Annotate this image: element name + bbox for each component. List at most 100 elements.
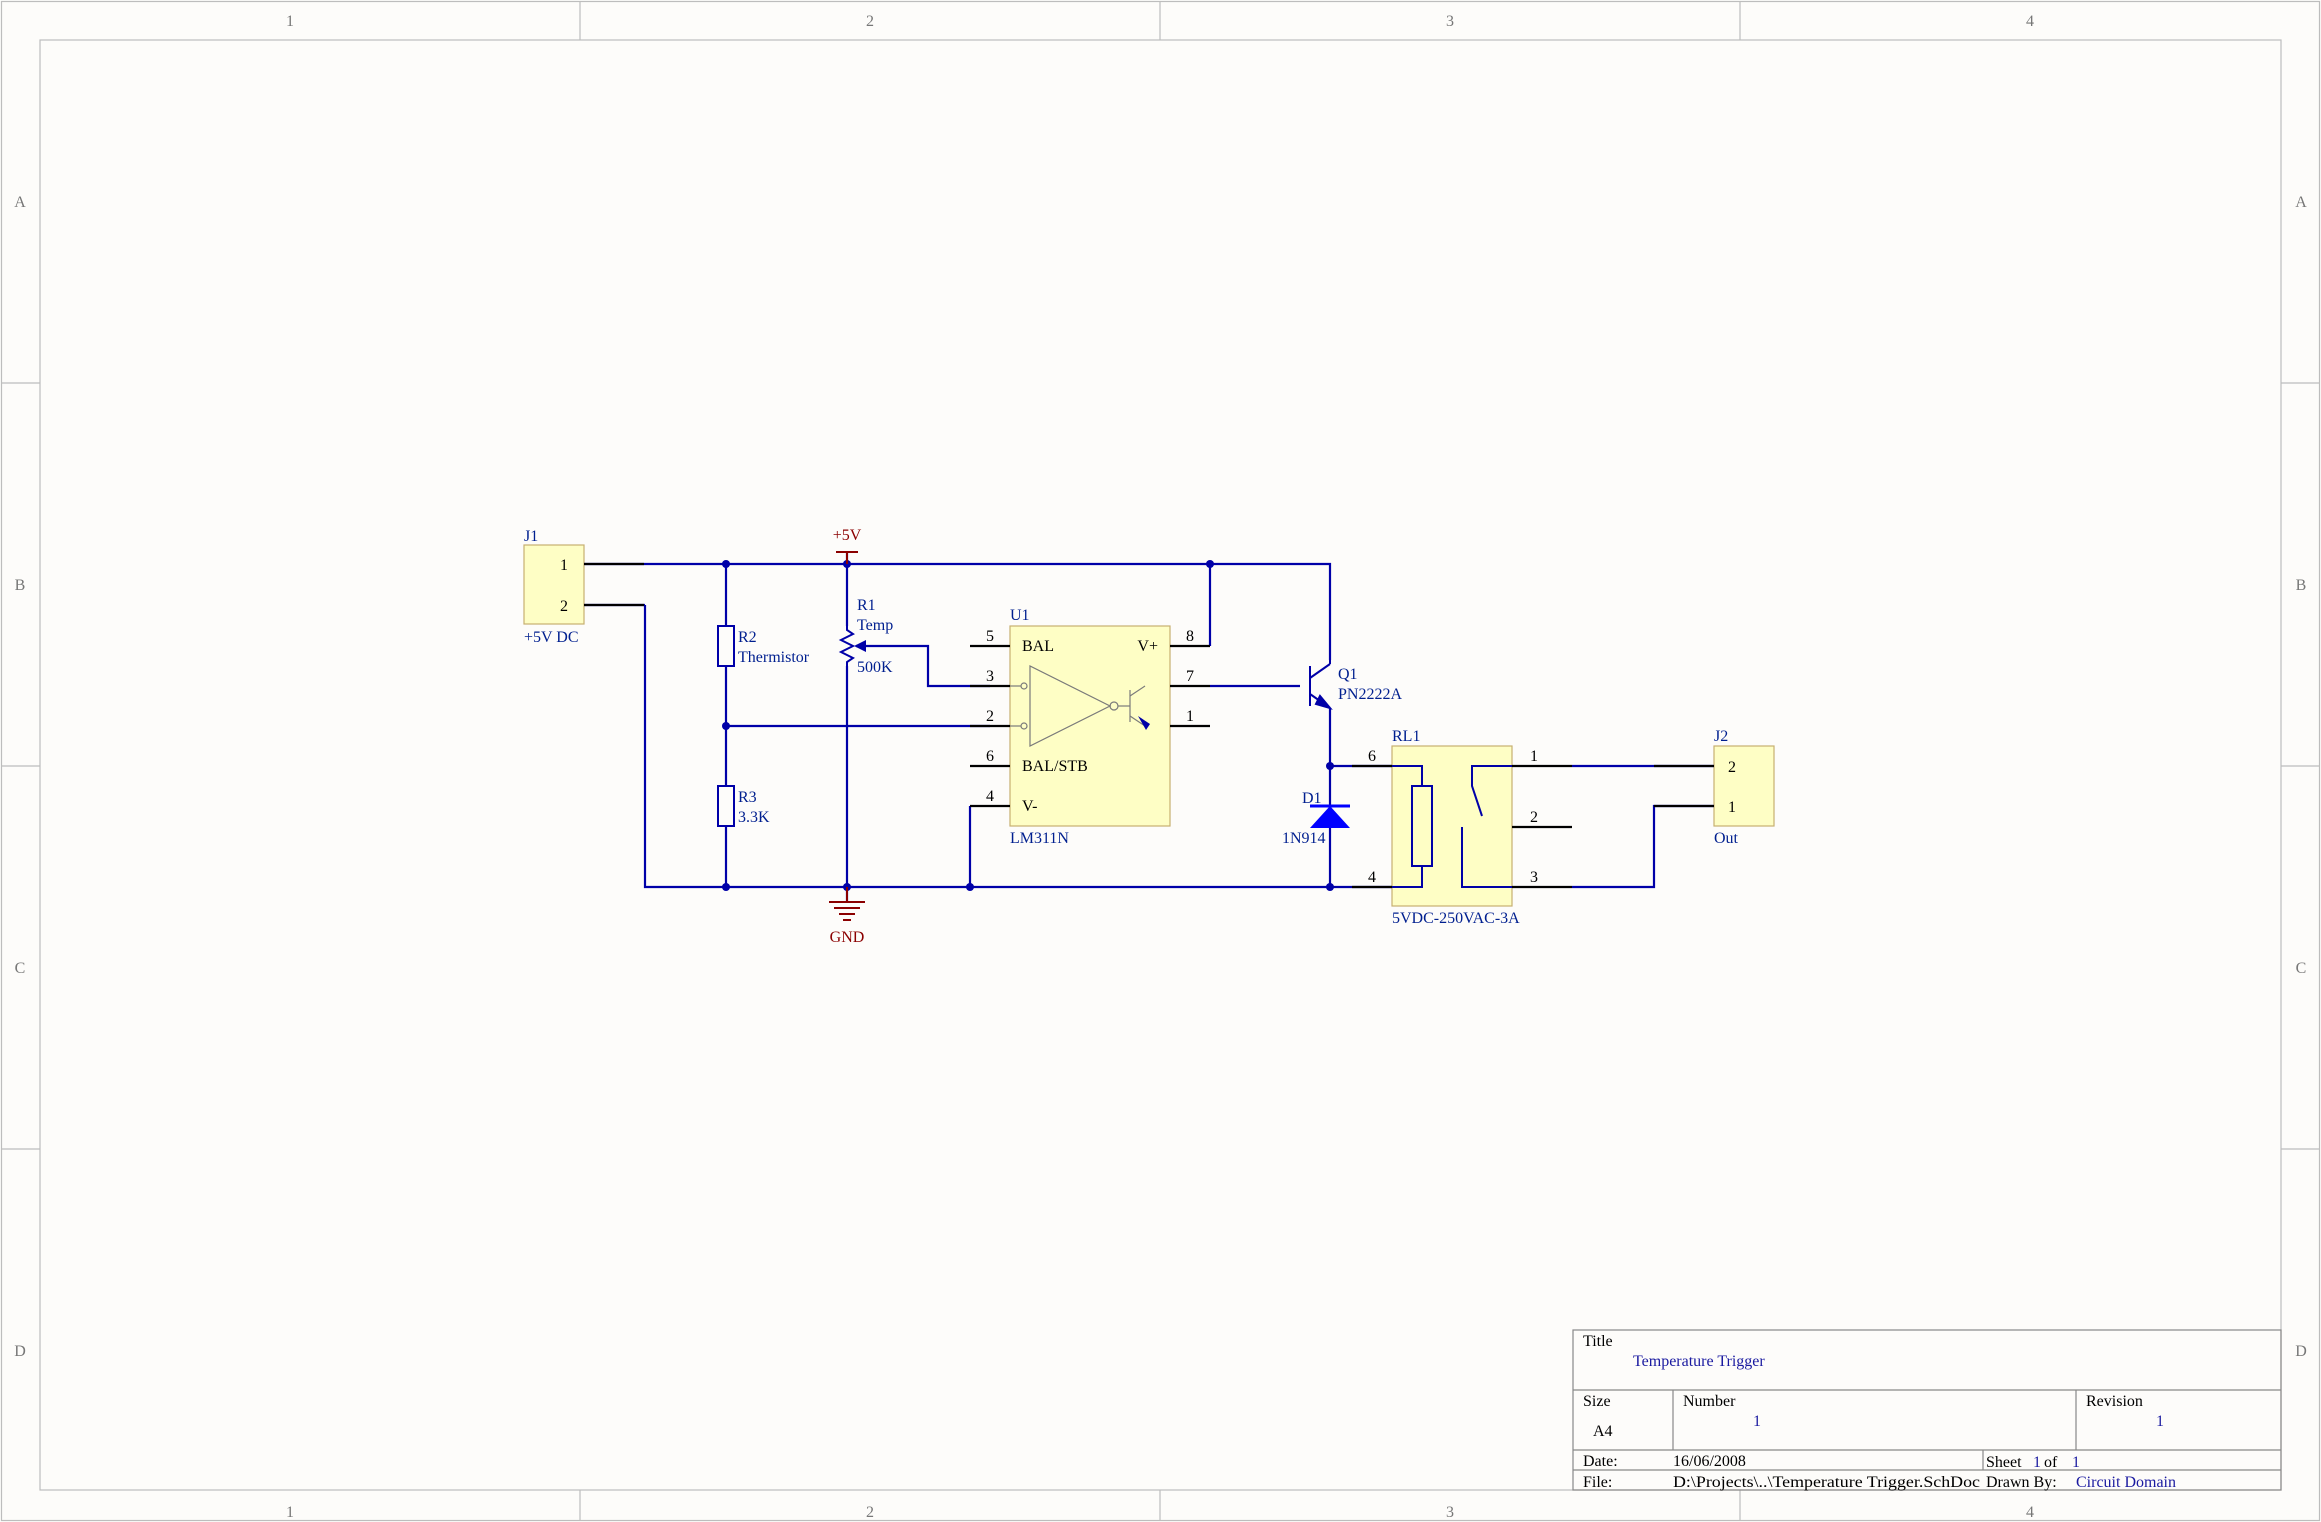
j2-connector-body — [1713, 745, 1775, 827]
u1-pin1-number: 1 — [1186, 708, 1194, 725]
j1-pin1-number: 1 — [560, 557, 568, 574]
d1-value: 1N914 — [1282, 830, 1326, 847]
gnd-label: GND — [830, 929, 865, 946]
rl1-value: 5VDC-250VAC-3A — [1392, 910, 1520, 927]
j2-pin1-number: 1 — [1728, 799, 1736, 816]
u1-value: LM311N — [1010, 830, 1069, 847]
tb-sheet-total: 1 — [2072, 1454, 2080, 1471]
zone-row-d-left: D — [14, 1343, 26, 1360]
wire-wiper-to-pin3 — [856, 644, 990, 688]
d1-ref: D1 — [1302, 790, 1322, 807]
tb-revision-value: 1 — [2156, 1413, 2164, 1430]
zone-col-4-bottom: 4 — [2026, 1504, 2034, 1521]
wire-rl1-pin3-j2 — [1572, 804, 1714, 889]
tb-revision-label: Revision — [2086, 1393, 2143, 1410]
wire-vcc-rail — [584, 562, 1332, 660]
junction — [966, 883, 974, 891]
rl1-pin1-number: 1 — [1530, 748, 1538, 765]
zone-col-1-bottom: 1 — [286, 1504, 294, 1521]
j1-pin2-number: 2 — [560, 598, 568, 615]
r2-ref: R2 — [738, 629, 757, 646]
junction — [1326, 883, 1334, 891]
zone-row-b-right: B — [2296, 577, 2307, 594]
zone-row-c-left: C — [15, 960, 26, 977]
j2-ref: J2 — [1714, 728, 1728, 745]
zone-row-a-left: A — [14, 194, 26, 211]
rl1-pin3-number: 3 — [1530, 869, 1538, 886]
r1-value: Temp — [857, 617, 893, 634]
r1-ref: R1 — [857, 597, 876, 614]
zone-labels: 1 2 3 4 1 2 3 4 A B C D A B C D — [14, 13, 2307, 1521]
gnd-power-port — [829, 887, 865, 921]
junction — [1326, 762, 1334, 770]
r1-value2: 500K — [857, 659, 893, 676]
zone-row-d-right: D — [2295, 1343, 2307, 1360]
zone-col-2-bottom: 2 — [866, 1504, 874, 1521]
tb-number-label: Number — [1683, 1393, 1736, 1410]
u1-pin6-number: 6 — [986, 748, 994, 765]
r1-potentiometer-symbol — [838, 626, 870, 666]
r3-resistor-symbol — [717, 785, 735, 827]
zone-col-3-top: 3 — [1446, 13, 1454, 30]
rl1-pin4-number: 4 — [1368, 869, 1376, 886]
u1-bal-label: BAL — [1022, 638, 1054, 655]
j1-connector-body — [523, 544, 585, 625]
rl1-pin6-number: 6 — [1368, 748, 1376, 765]
zone-row-a-right: A — [2295, 194, 2307, 211]
tb-date-label: Date: — [1583, 1453, 1618, 1470]
rl1-relay-internal — [1392, 765, 1512, 888]
u1-pin8-number: 8 — [1186, 628, 1194, 645]
junction — [1206, 560, 1214, 568]
zone-col-2-top: 2 — [866, 13, 874, 30]
tb-file-label: File: — [1583, 1474, 1612, 1491]
tb-size-value: A4 — [1593, 1423, 1613, 1440]
junction — [722, 722, 730, 730]
tb-size-label: Size — [1583, 1393, 1611, 1410]
u1-balstb-label: BAL/STB — [1022, 758, 1088, 775]
tb-sheet-label: Sheet — [1986, 1454, 2022, 1471]
j1-value: +5V DC — [524, 629, 579, 646]
u1-pin7-number: 7 — [1186, 668, 1194, 685]
u1-ref: U1 — [1010, 607, 1030, 624]
u1-pin2-number: 2 — [986, 708, 994, 725]
zone-col-1-top: 1 — [286, 13, 294, 30]
zone-col-3-bottom: 3 — [1446, 1504, 1454, 1521]
r3-ref: R3 — [738, 789, 757, 806]
u1-comparator-body — [1009, 625, 1171, 827]
u1-pin5-number: 5 — [986, 628, 994, 645]
u1-vminus-label: V- — [1022, 798, 1037, 815]
vcc-label: +5V — [833, 527, 862, 544]
tb-date-value: 16/06/2008 — [1673, 1453, 1746, 1470]
pins — [584, 562, 1714, 889]
vcc-power-port — [836, 551, 858, 564]
q1-ref: Q1 — [1338, 666, 1358, 683]
u1-pin4-number: 4 — [986, 788, 994, 805]
q1-transistor-symbol — [1309, 564, 1333, 710]
d1-diode-symbol — [1310, 804, 1350, 828]
tb-drawn-value: Circuit Domain — [2076, 1474, 2176, 1491]
rl1-pin2-number: 2 — [1530, 809, 1538, 826]
rl1-relay-body — [1391, 745, 1513, 907]
zone-row-c-right: C — [2296, 960, 2307, 977]
u1-vplus-label: V+ — [1137, 638, 1158, 655]
zone-row-b-left: B — [15, 577, 26, 594]
wire-gnd-rail — [643, 605, 1392, 889]
q1-value: PN2222A — [1338, 686, 1402, 703]
tb-number-value: 1 — [1753, 1413, 1761, 1430]
rl1-ref: RL1 — [1392, 728, 1420, 745]
u1-pin3-number: 3 — [986, 668, 994, 685]
tb-drawn-label: Drawn By: — [1986, 1474, 2057, 1491]
j2-value: Out — [1714, 830, 1739, 847]
tb-title-label: Title — [1583, 1333, 1613, 1350]
tb-sheet-of: of — [2044, 1454, 2058, 1471]
r3-value: 3.3K — [738, 809, 770, 826]
zone-col-4-top: 4 — [2026, 13, 2034, 30]
j2-pin2-number: 2 — [1728, 759, 1736, 776]
j1-ref: J1 — [524, 528, 538, 545]
title-block: Title Temperature Trigger Size A4 Number… — [1572, 1329, 2282, 1491]
tb-sheet-number: 1 — [2033, 1454, 2041, 1471]
junction — [722, 883, 730, 891]
r2-value: Thermistor — [738, 649, 810, 666]
